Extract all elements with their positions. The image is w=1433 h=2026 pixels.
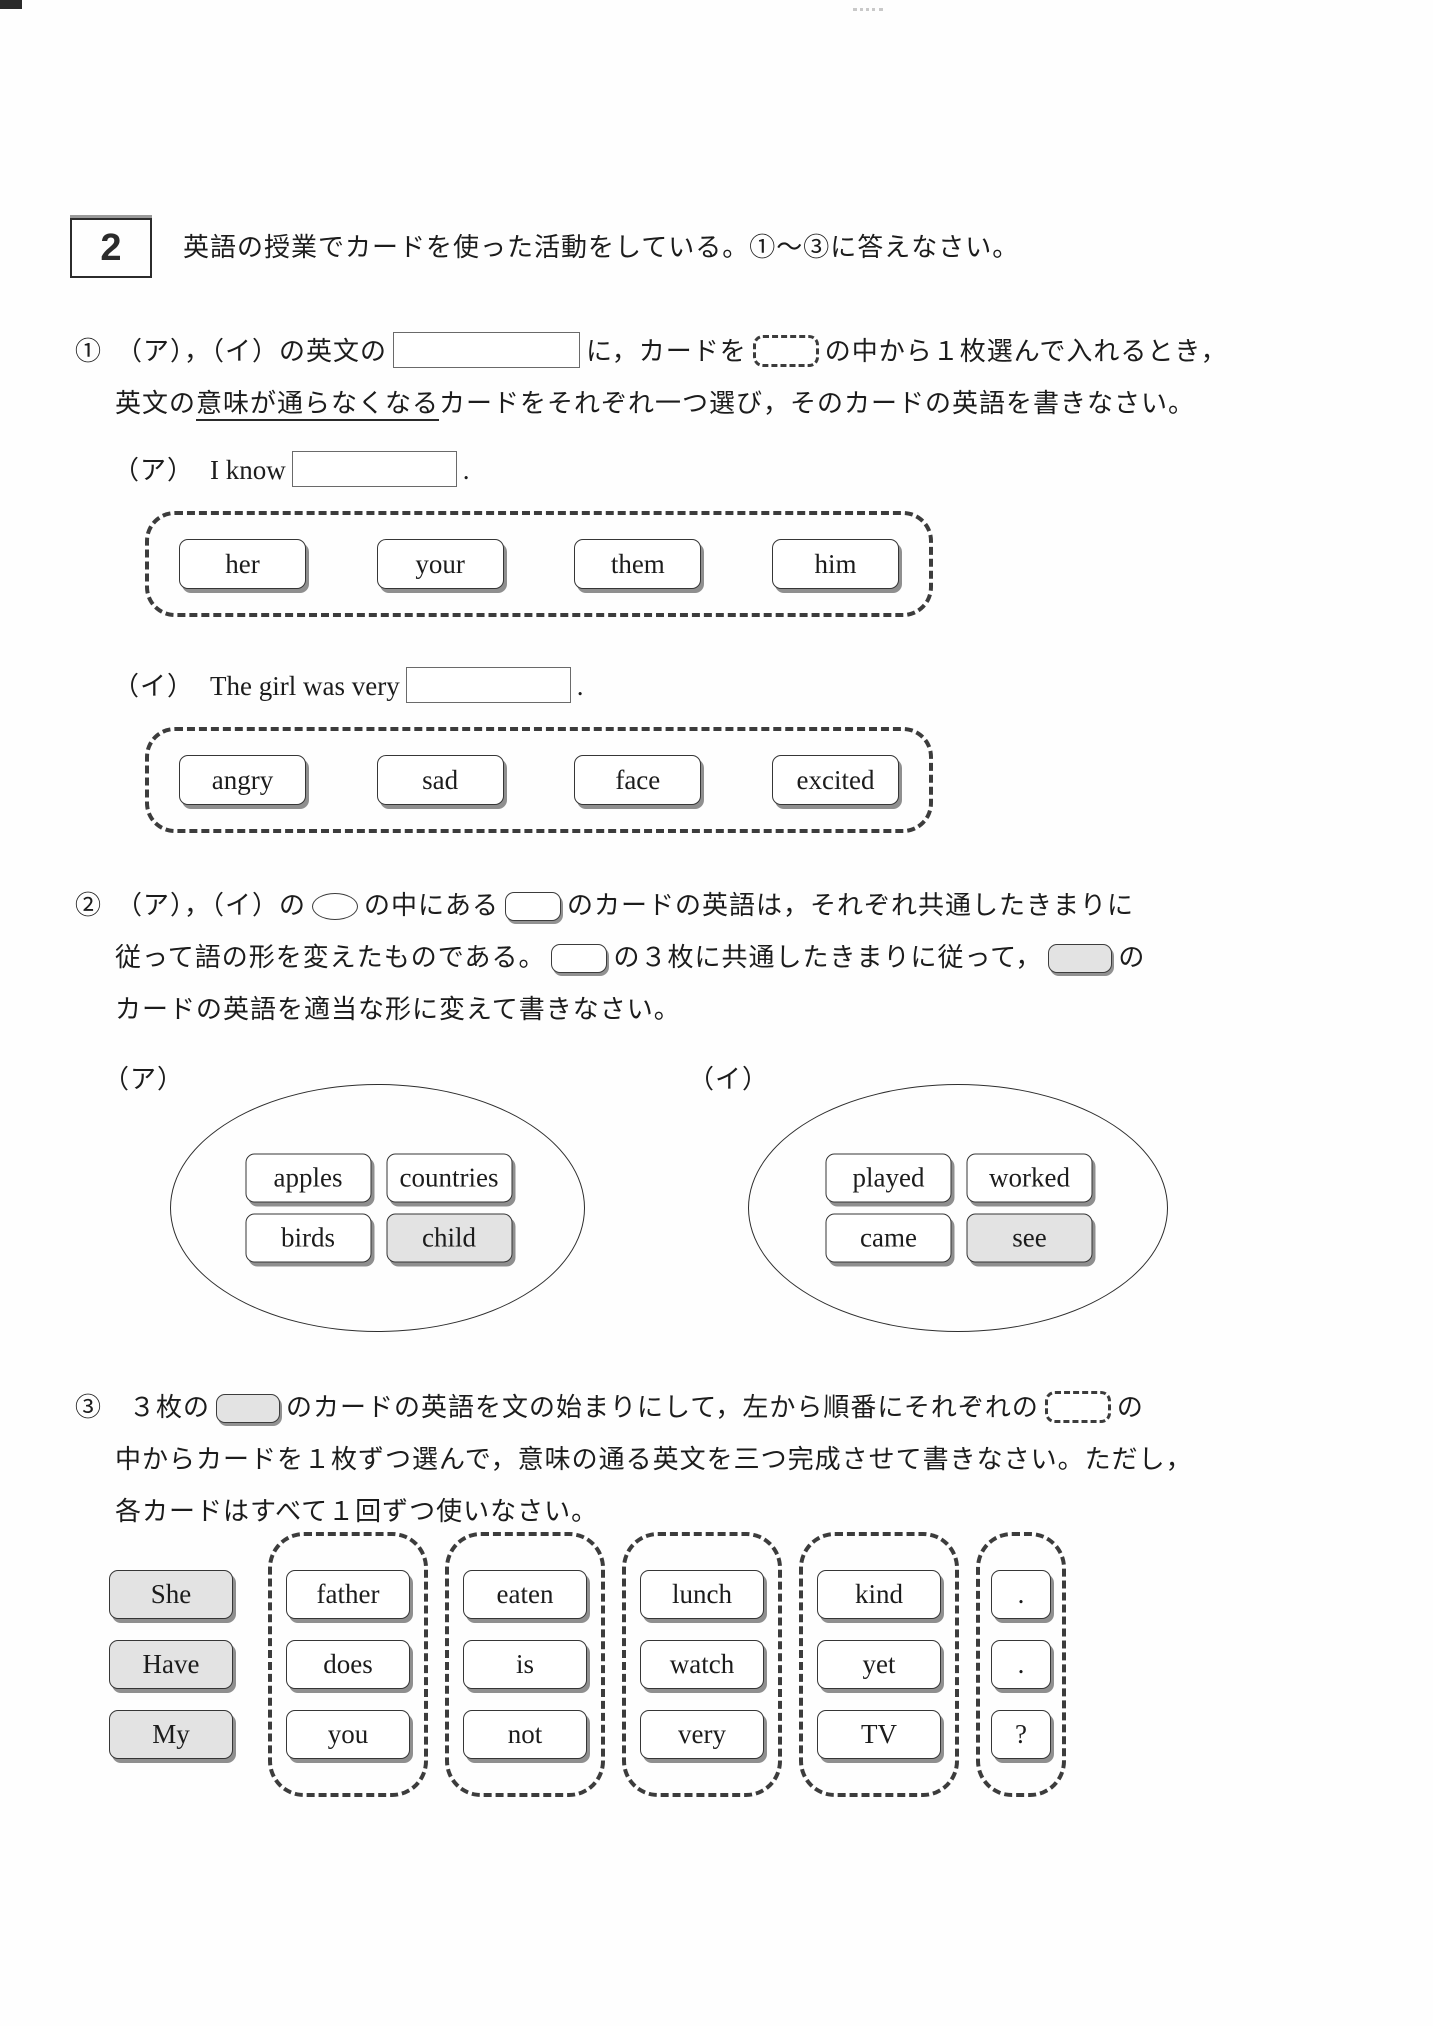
- q2-line1-b: の中にある: [364, 891, 500, 920]
- q3-line1-b: のカードの英語を文の始まりにして，左から順番にそれぞれの: [286, 1393, 1039, 1422]
- q2-line2-b: の３枚に共通したきまりに従って，: [613, 943, 1043, 972]
- word-card: yet: [817, 1640, 941, 1689]
- q2-oval-a: apples countries birds child: [170, 1084, 585, 1332]
- q2-instruction-line3: カードの英語を適当な形に変えて書きなさい。: [115, 995, 681, 1024]
- q2-line2-c: の: [1118, 943, 1146, 972]
- q3-start-card-column: She Have My: [108, 1532, 234, 1797]
- q3-line1-a: ③ ３枚の: [75, 1393, 211, 1422]
- word-card: apples: [245, 1153, 371, 1203]
- sentence-start-card: She: [109, 1570, 233, 1619]
- word-card: is: [463, 1640, 587, 1689]
- q2-line1-a: ② （ア），（イ）の: [75, 891, 307, 920]
- word-card: angry: [179, 755, 306, 805]
- punctuation-card: .: [991, 1640, 1051, 1689]
- q1-line1-a: ① （ア），（イ）の英文の: [75, 337, 388, 366]
- q1-item-a-sentence: （ア） I know.: [113, 450, 470, 491]
- q1-line2-pre: 英文の: [115, 389, 197, 418]
- q2-oval-i: played worked came see: [748, 1084, 1168, 1332]
- punctuation-card: .: [991, 1570, 1051, 1619]
- word-card: birds: [245, 1213, 371, 1263]
- q1-item-a-label: （ア）: [113, 456, 195, 485]
- shaded-card-icon: [1048, 944, 1113, 973]
- q3-instruction-line2: 中からカードを１枚ずつ選んで，意味の通る英文を三つ完成させて書きなさい。ただし，: [115, 1445, 1193, 1474]
- white-card-icon: [551, 944, 608, 973]
- q2-line1-c: のカードの英語は，それぞれ共通したきまりに: [567, 891, 1135, 920]
- q1-instruction-line1: ① （ア），（イ）の英文の に，カードを の中から１枚選んで入れるとき，: [75, 332, 1228, 372]
- answer-blank-box-icon: [291, 451, 457, 487]
- question-number: 2: [100, 226, 122, 269]
- word-card-shaded: see: [966, 1213, 1093, 1263]
- word-card-shaded: child: [386, 1213, 512, 1263]
- q1-line2-underlined: 意味が通らなくなる: [196, 389, 440, 421]
- dashed-cardset-icon: [1044, 1391, 1111, 1423]
- sentence-start-card: Have: [109, 1640, 233, 1689]
- word-card: eaten: [463, 1570, 587, 1619]
- scan-artifact-dots: [853, 8, 883, 11]
- q3-instruction-line3: 各カードはすべて１回ずつ使いなさい。: [115, 1497, 599, 1526]
- q1-line1-c: の中から１枚選んで入れるとき，: [824, 337, 1228, 366]
- q2-line2-a: 従って語の形を変えたものである。: [115, 943, 546, 972]
- q1-cardset-a: her your them him: [145, 511, 933, 617]
- oval-group-icon: [312, 893, 359, 920]
- word-card: TV: [817, 1710, 941, 1759]
- q2-group-i-label: （イ）: [688, 1065, 770, 1094]
- word-card: lunch: [640, 1570, 764, 1619]
- q3-instruction-line1: ③ ３枚の のカードの英語を文の始まりにして，左から順番にそれぞれの の: [75, 1388, 1144, 1428]
- q3-card-column-1: father does you: [268, 1532, 428, 1797]
- white-card-icon: [505, 892, 562, 921]
- q3-card-column-2: eaten is not: [445, 1532, 605, 1797]
- word-card: them: [574, 539, 702, 589]
- q1-item-a-text: I know: [210, 455, 286, 485]
- q1-item-i-label: （イ）: [113, 672, 195, 701]
- word-card: came: [825, 1213, 952, 1263]
- word-card: played: [825, 1153, 952, 1203]
- word-card: your: [376, 539, 504, 589]
- word-card: father: [286, 1570, 410, 1619]
- word-card: face: [574, 755, 702, 805]
- answer-blank-box-icon: [393, 332, 581, 368]
- q3-line1-c: の: [1116, 1393, 1144, 1422]
- word-card: very: [640, 1710, 764, 1759]
- q2-instruction-line1: ② （ア），（イ）の の中にある のカードの英語は，それぞれ共通したきまりに: [75, 886, 1134, 926]
- shaded-card-icon: [216, 1394, 281, 1423]
- word-card: sad: [376, 755, 504, 805]
- q1-cardset-i: angry sad face excited: [145, 727, 933, 833]
- q1-instruction-line2: 英文の意味が通らなくなるカードをそれぞれ一つ選び，そのカードの英語を書きなさい。: [115, 384, 1195, 424]
- scan-artifact-corner: [0, 0, 22, 9]
- question-header-text: 英語の授業でカードを使った活動をしている。①～③に答えなさい。: [183, 233, 1020, 262]
- q1-item-a-period: .: [462, 455, 470, 485]
- punctuation-card: ?: [991, 1710, 1051, 1759]
- word-card: you: [286, 1710, 410, 1759]
- word-card: not: [463, 1710, 587, 1759]
- word-card: excited: [771, 755, 899, 805]
- q2-group-a-label: （ア）: [103, 1065, 185, 1094]
- sentence-start-card: My: [109, 1710, 233, 1759]
- q3-card-column-4: kind yet TV: [799, 1532, 959, 1797]
- word-card: kind: [817, 1570, 941, 1619]
- question-number-box: 2: [70, 218, 152, 278]
- q1-item-i-text: The girl was very: [210, 671, 400, 701]
- q1-item-i-period: .: [576, 671, 584, 701]
- word-card: her: [179, 539, 306, 589]
- q3-punctuation-column: . . ?: [976, 1532, 1066, 1797]
- word-card: him: [771, 539, 899, 589]
- word-card: worked: [966, 1153, 1093, 1203]
- q2-instruction-line2: 従って語の形を変えたものである。 の３枚に共通したきまりに従って， の: [115, 938, 1145, 978]
- q3-card-column-3: lunch watch very: [622, 1532, 782, 1797]
- q1-item-i-sentence: （イ） The girl was very.: [113, 666, 583, 707]
- word-card: watch: [640, 1640, 764, 1689]
- word-card: does: [286, 1640, 410, 1689]
- answer-blank-box-icon: [405, 667, 571, 703]
- dashed-cardset-icon: [752, 335, 819, 367]
- word-card: countries: [386, 1153, 512, 1203]
- q1-line2-post: カードをそれぞれ一つ選び，そのカードの英語を書きなさい。: [439, 389, 1196, 418]
- q1-line1-b: に，カードを: [586, 337, 747, 366]
